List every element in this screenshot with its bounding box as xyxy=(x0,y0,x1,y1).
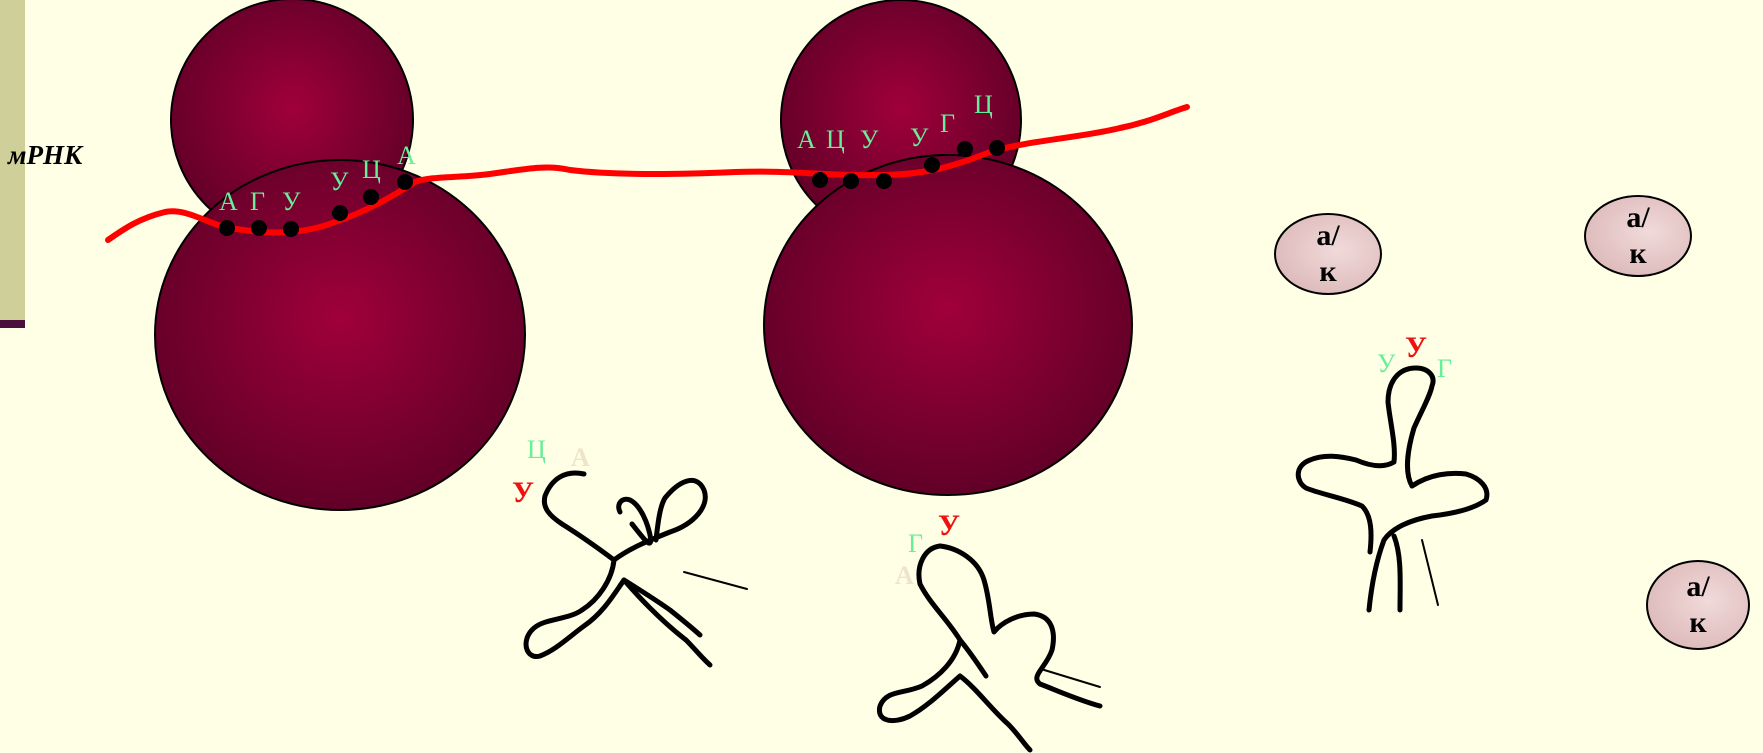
codon-letter: Ц xyxy=(362,155,381,184)
anticodon-letter: А xyxy=(571,443,590,472)
codon-dot xyxy=(332,205,348,221)
amino-acid-label: к xyxy=(1689,605,1706,641)
codon-dot xyxy=(843,173,859,189)
codon-dot xyxy=(219,220,235,236)
codon-letter: У xyxy=(910,123,929,152)
anticodon-letter: У xyxy=(1405,331,1427,364)
trna-3 xyxy=(1298,368,1487,610)
amino-acid-1: а/ к xyxy=(1274,213,1382,295)
trna-1 xyxy=(526,473,747,665)
codon-letter: А xyxy=(797,125,816,154)
codon-dot xyxy=(924,157,940,173)
amino-acid-label: а/ xyxy=(1626,200,1649,236)
codon-dot xyxy=(283,221,299,237)
ribosome-2-large-subunit xyxy=(764,155,1132,495)
anticodon-letter: А xyxy=(895,561,914,590)
codon-letter: А xyxy=(219,187,238,216)
codon-letter: У xyxy=(860,125,879,154)
anticodon-letter: У xyxy=(938,509,960,542)
anticodon-letter: Г xyxy=(908,529,923,558)
codon-dot xyxy=(251,220,267,236)
amino-acid-label: а/ xyxy=(1686,569,1709,605)
anticodon-letter: Г xyxy=(1437,354,1452,383)
trna-3-anticodon: У У Г xyxy=(1377,331,1452,383)
codon-dot xyxy=(876,173,892,189)
amino-acid-label: к xyxy=(1319,254,1336,290)
codon-letter: Г xyxy=(250,187,265,216)
codon-dot xyxy=(989,140,1005,156)
codon-letter: У xyxy=(282,187,301,216)
amino-acid-label: а/ xyxy=(1316,218,1339,254)
amino-acid-label: к xyxy=(1629,236,1646,272)
codon-letter: Ц xyxy=(974,90,993,119)
codon-dot xyxy=(957,141,973,157)
anticodon-letter: У xyxy=(1377,349,1396,378)
ribosome-1 xyxy=(155,0,525,510)
codon-dot xyxy=(397,174,413,190)
anticodon-letter: У xyxy=(512,476,534,509)
codon-letter: Ц xyxy=(826,125,845,154)
amino-acid-2: а/ к xyxy=(1584,195,1692,277)
ribosome-2 xyxy=(764,0,1132,495)
anticodon-letter: Ц xyxy=(527,435,546,464)
codon-dot xyxy=(363,189,379,205)
codon-letter: А xyxy=(397,141,416,170)
mrna-label: мРНК xyxy=(8,140,82,171)
amino-acid-3: а/ к xyxy=(1646,560,1750,650)
codon-letter: Г xyxy=(940,109,955,138)
codon-dot xyxy=(812,172,828,188)
codon-letter: У xyxy=(330,167,349,196)
